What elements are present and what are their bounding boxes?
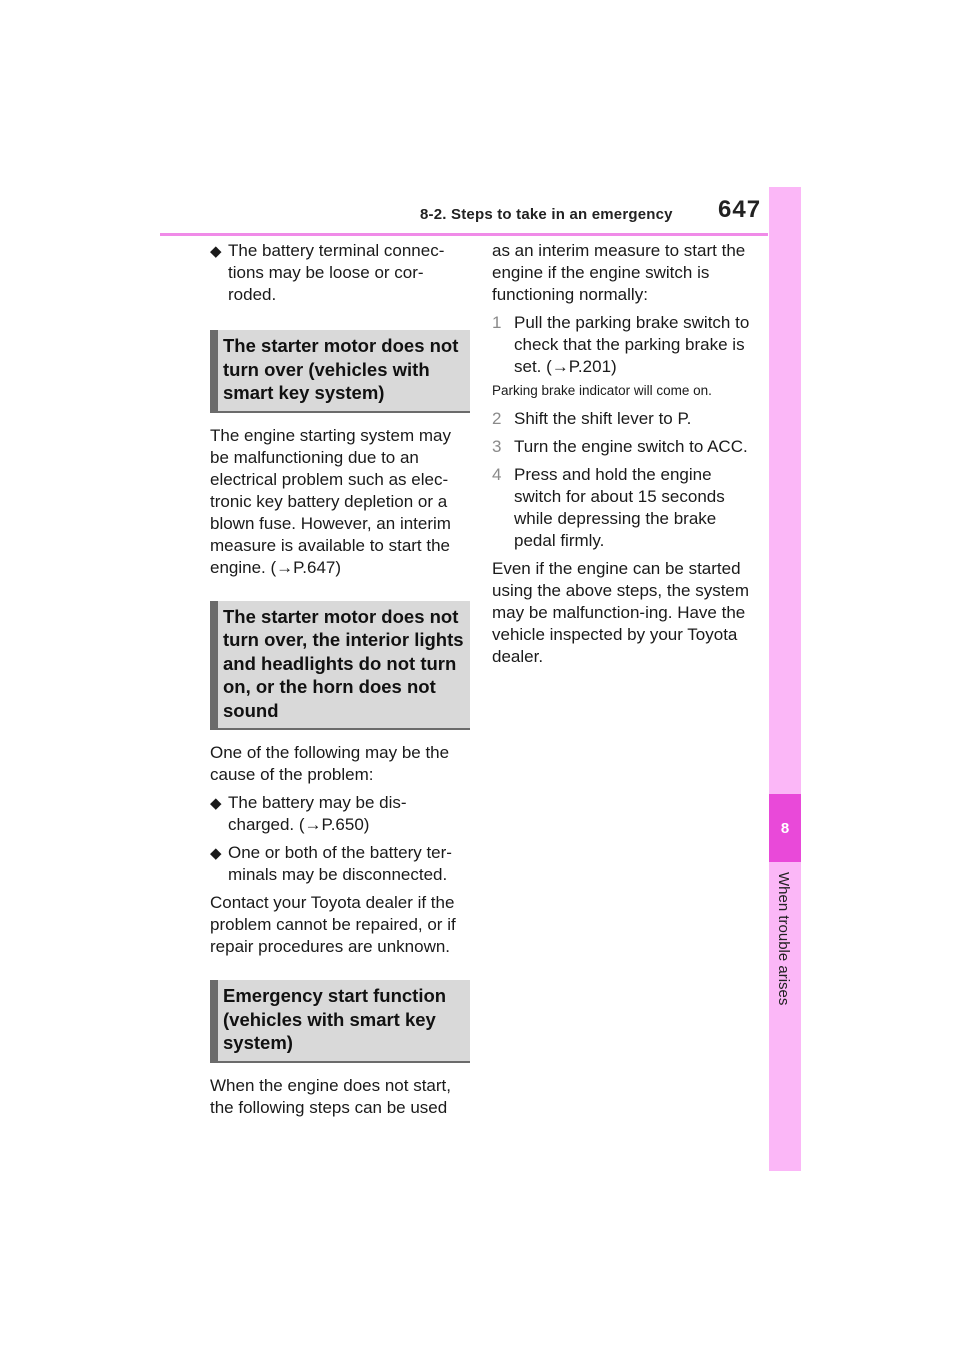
paragraph: One of the following may be the cause of… xyxy=(210,743,450,784)
chapter-side-tab xyxy=(769,187,801,1171)
bullet-diamond-icon: ◆ xyxy=(210,243,222,260)
section-heading: The starter motor does not turn over, th… xyxy=(210,600,470,730)
step-text: Pull the parking brake switch to check t… xyxy=(514,313,750,376)
section-heading: The starter motor does not turn over (ve… xyxy=(210,330,470,413)
page-number: 647 xyxy=(718,196,762,223)
step-number: 3 xyxy=(492,437,502,456)
step-item: 4 Press and hold the engine switch for a… xyxy=(492,464,752,552)
bullet-diamond-icon: ◆ xyxy=(210,795,222,812)
header-rule xyxy=(160,233,768,236)
section-title: 8-2. Steps to take in an emergency xyxy=(420,206,673,223)
step-item: 3 Turn the engine switch to ACC. xyxy=(492,436,752,458)
step-text: Turn the engine switch to ACC. xyxy=(514,437,748,456)
list-item-text: One or both of the battery ter-minals ma… xyxy=(228,843,452,884)
bullet-diamond-icon: ◆ xyxy=(210,845,222,862)
section-heading: Emergency start function (vehicles with … xyxy=(210,980,470,1063)
paragraph: The engine starting system may be malfun… xyxy=(210,425,451,577)
chapter-label: When trouble arises xyxy=(775,872,792,1006)
step-item: 2 Shift the shift lever to P. xyxy=(492,408,752,430)
paragraph: Even if the engine can be started using … xyxy=(492,559,750,666)
chapter-number-badge: 8 xyxy=(769,794,801,862)
paragraph: When the engine does not start, the foll… xyxy=(210,1075,451,1117)
left-column: ◆ The battery terminal connec-tions may … xyxy=(210,240,470,1125)
step-number: 4 xyxy=(492,465,502,484)
paragraph: Contact your Toyota dealer if the proble… xyxy=(210,893,456,956)
list-item-text: The battery may be dis-charged. (→P.650) xyxy=(228,793,407,834)
paragraph: as an interim measure to start the engin… xyxy=(492,241,746,304)
step-number: 1 xyxy=(492,313,502,332)
note: Parking brake indicator will come on. xyxy=(492,383,712,398)
step-item: 1 Pull the parking brake switch to check… xyxy=(492,312,752,378)
step-number: 2 xyxy=(492,409,502,428)
list-item-text: The battery terminal connec-tions may be… xyxy=(228,241,445,304)
list-item: ◆ The battery may be dis-charged. (→P.65… xyxy=(210,792,470,836)
step-text: Press and hold the engine switch for abo… xyxy=(514,465,725,550)
right-column: as an interim measure to start the engin… xyxy=(492,240,752,674)
list-item: ◆ One or both of the battery ter-minals … xyxy=(210,842,470,886)
list-item: ◆ The battery terminal connec-tions may … xyxy=(210,240,470,306)
step-text: Shift the shift lever to P. xyxy=(514,409,692,428)
